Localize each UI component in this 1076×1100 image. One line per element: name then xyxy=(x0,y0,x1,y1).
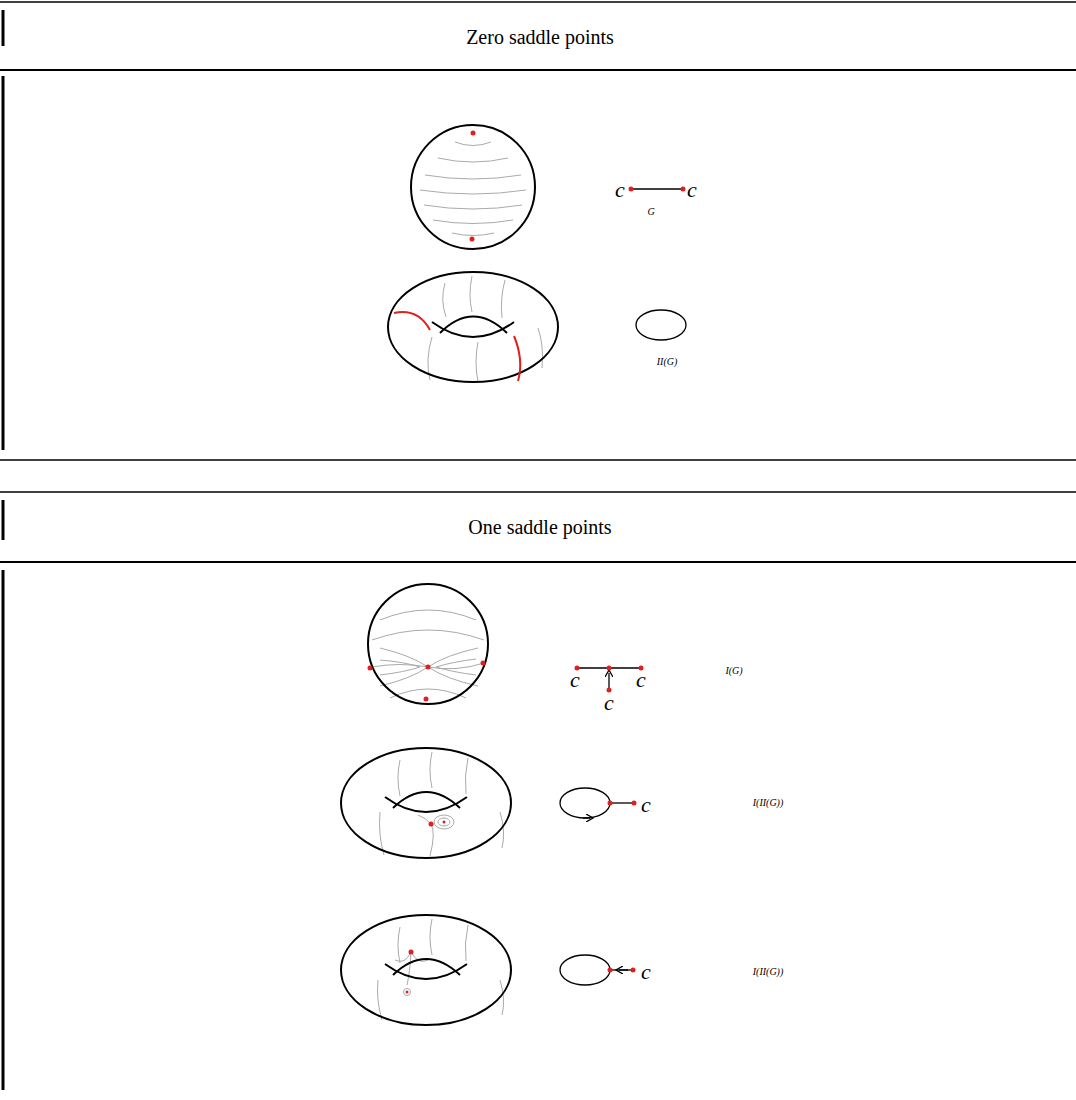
graph-label: I(II(G)) xyxy=(753,967,784,977)
graph-label: I(II(G)) xyxy=(753,798,784,808)
vertex-label: c xyxy=(687,179,697,201)
section-heading: One saddle points xyxy=(468,517,611,537)
graph-label: II(G) xyxy=(657,357,678,367)
vertex-label: c xyxy=(636,669,646,691)
section-heading: Zero saddle points xyxy=(466,27,614,47)
graph-label: G xyxy=(647,207,654,217)
graph-label: I(G) xyxy=(725,666,742,676)
vertex-label: c xyxy=(615,179,625,201)
vertex-label: c xyxy=(570,669,580,691)
vertex-label: c xyxy=(641,961,651,983)
vertex-label: c xyxy=(604,692,614,714)
vertex-label: c xyxy=(641,794,651,816)
